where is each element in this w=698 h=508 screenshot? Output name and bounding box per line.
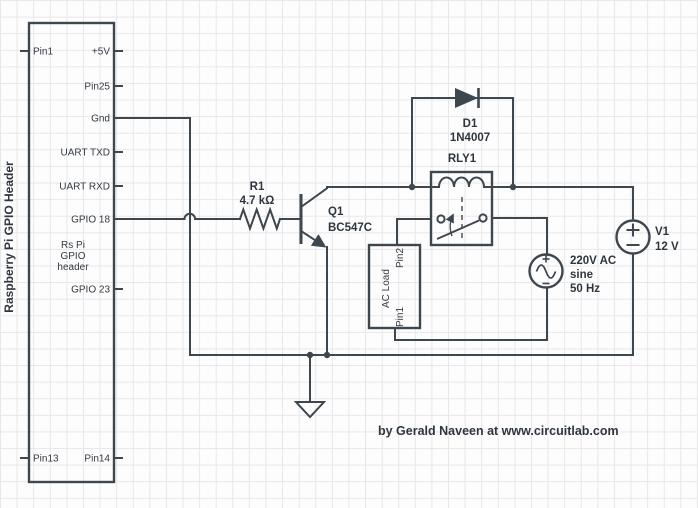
pin-label-uart-txd: UART TXD (61, 148, 110, 159)
gpio-header-symbol[interactable]: Pin1 +5V Pin25 Gnd UART TXD UART RXD GPI… (2, 21, 123, 484)
pin-label-pin25: Pin25 (84, 82, 110, 93)
pin-label-pin1: Pin1 (33, 47, 53, 58)
relay-contact-left (436, 214, 446, 224)
header-inner-label-1: Rs Pi (61, 240, 85, 251)
pin-label-pin13: Pin13 (33, 454, 59, 465)
ac-load-name-label: AC Load (381, 269, 392, 308)
wire-gnd-rail[interactable] (113, 117, 634, 356)
wires (113, 117, 634, 359)
rly1-name-label: RLY1 (448, 153, 477, 165)
q1-name-label: Q1 (328, 206, 344, 218)
header-vertical-label: Raspberry Pi GPIO Header (2, 161, 16, 313)
pin-label-uart-rxd: UART RXD (59, 182, 110, 193)
v1-name-label: V1 (655, 226, 670, 238)
sine-wave-icon (535, 264, 557, 279)
transistor-q1[interactable]: Q1 BC547C (299, 187, 372, 248)
diode-d1[interactable]: D1 1N4007 (411, 88, 514, 188)
q1-value-label: BC547C (328, 222, 372, 234)
ac-load-box[interactable] (367, 243, 422, 330)
gpio-header-box[interactable] (27, 21, 116, 484)
v1-circle[interactable] (615, 219, 651, 255)
wire-coil-to-v1[interactable] (491, 186, 634, 222)
ac-source-circle[interactable] (528, 253, 564, 289)
ac-source-label-3: 50 Hz (570, 283, 600, 295)
dc-source-v1[interactable]: V1 12 V (615, 219, 679, 255)
relay-box[interactable] (429, 170, 494, 247)
diode-triangle-icon (455, 88, 478, 108)
ac-source-label-2: sine (570, 269, 593, 281)
wire-acload-to-acsource[interactable] (394, 287, 548, 341)
wire-collector-to-coil[interactable] (326, 186, 432, 189)
header-inner-label-3: header (57, 262, 89, 273)
ac-source-symbol[interactable]: 220V AC sine 50 Hz (528, 253, 617, 296)
ac-load-symbol[interactable]: Pin2 AC Load Pin1 (367, 243, 422, 330)
ac-source-label-1: 220V AC (570, 255, 616, 267)
transistor-emitter[interactable] (299, 229, 327, 248)
ground-triangle-icon (293, 401, 327, 419)
r1-name-label: R1 (250, 181, 265, 193)
ground-symbol[interactable] (293, 354, 327, 419)
pin-label-gnd: Gnd (91, 114, 110, 125)
pin-label-5v: +5V (92, 47, 110, 58)
relay-coil-icon (431, 176, 492, 188)
transistor-collector[interactable] (299, 187, 328, 209)
d1-value-label: 1N4007 (450, 132, 490, 144)
relay-switch-arm (436, 219, 480, 240)
junction-dot (323, 351, 331, 359)
header-inner-label-2: GPIO (60, 251, 85, 262)
ac-load-pin2-label: Pin2 (395, 248, 406, 268)
wire-gpio18-to-r1[interactable] (113, 212, 241, 220)
attribution-text: by Gerald Naveen at www.circuitlab.com (378, 424, 619, 438)
d1-name-label: D1 (463, 118, 478, 130)
pin-label-gpio18: GPIO 18 (71, 215, 110, 226)
ac-load-pin1-label: Pin1 (395, 307, 406, 327)
resistor-zigzag[interactable] (238, 206, 282, 232)
pin-label-pin14: Pin14 (84, 454, 110, 465)
relay-rly1[interactable]: RLY1 (429, 153, 494, 247)
relay-arm-arrow-icon (445, 213, 454, 237)
relay-contact-right (478, 213, 488, 223)
v1-value-label: 12 V (655, 241, 679, 253)
pin-label-gpio23: GPIO 23 (71, 285, 110, 296)
wire-switch-to-acload[interactable] (396, 218, 432, 246)
resistor-r1[interactable]: R1 4.7 kΩ (238, 181, 282, 232)
wire-switch-to-acsource[interactable] (491, 217, 548, 256)
r1-value-label: 4.7 kΩ (240, 195, 275, 207)
